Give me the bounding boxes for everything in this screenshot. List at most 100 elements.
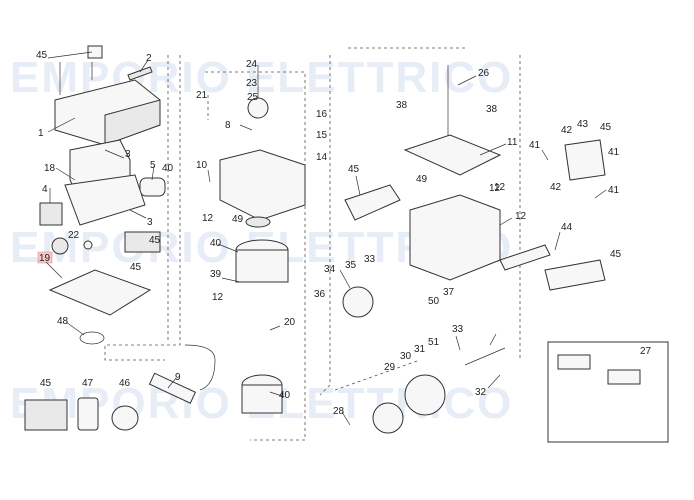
leader [487, 374, 501, 389]
callout-10: 10 [196, 160, 208, 171]
callout-11: 11 [507, 137, 518, 148]
lever-cover-shape [544, 259, 606, 291]
callout-15: 15 [316, 130, 328, 141]
callout-22: 22 [68, 230, 80, 241]
callout-42: 42 [561, 125, 573, 136]
strip [127, 66, 153, 81]
handle-bar [148, 372, 197, 404]
screw-head [87, 45, 103, 59]
assembly-guides [104, 47, 521, 441]
kit-part [607, 369, 641, 385]
callout-9: 9 [175, 372, 181, 383]
callout-8: 8 [225, 120, 231, 131]
terminal-shape [124, 231, 161, 253]
leader [217, 243, 239, 253]
callout-26: 26 [478, 68, 490, 79]
accessory-oil-bottle [77, 397, 99, 431]
part-capacitor [139, 177, 166, 197]
callout-38: 38 [486, 104, 498, 115]
leader [47, 117, 76, 133]
callout-46: 46 [119, 378, 131, 389]
leader [455, 335, 461, 351]
leader [167, 377, 177, 389]
knob [51, 237, 69, 255]
part-shaft [247, 65, 269, 119]
leader [339, 269, 351, 289]
callout-24: 24 [246, 59, 258, 70]
part-fixing-screws [59, 45, 103, 95]
callout-48: 48 [57, 316, 69, 327]
leader [47, 51, 93, 59]
leader [489, 333, 497, 346]
accessory-jar [111, 405, 139, 431]
callout-30: 30 [400, 351, 412, 362]
leader [341, 411, 351, 426]
leader [207, 169, 211, 183]
o-ring-shape [79, 331, 105, 345]
leader [104, 149, 125, 159]
motor-body [235, 249, 289, 283]
part-cover [54, 79, 161, 146]
leader [541, 149, 549, 161]
callout-29: 29 [384, 362, 396, 373]
bearing-shape [245, 216, 271, 228]
callout-31: 31 [414, 344, 426, 355]
callout-23: 23 [246, 78, 258, 89]
cover-side [104, 99, 161, 146]
callout-37: 37 [443, 287, 455, 298]
callout-51: 51 [428, 337, 440, 348]
callout-2: 2 [146, 53, 152, 64]
pulley [247, 97, 269, 119]
housing-shape [219, 149, 306, 221]
leader [45, 261, 63, 279]
base-box-shape [48, 269, 152, 316]
guide-line [104, 55, 181, 361]
leader [65, 321, 85, 336]
callout-44: 44 [561, 222, 573, 233]
leader [269, 325, 281, 331]
gearbox-cover-shape [403, 134, 502, 176]
callout-1: 1 [38, 128, 44, 139]
callout-32: 32 [475, 387, 487, 398]
callout-4: 4 [42, 184, 48, 195]
plate-shape [499, 244, 551, 271]
part-pinion-assembly [372, 347, 506, 434]
rotor-body [241, 384, 283, 414]
callout-41: 41 [608, 147, 620, 158]
callout-12: 12 [494, 182, 506, 193]
part-terminal-block [124, 231, 161, 253]
callout-43: 43 [577, 119, 589, 130]
bracket-shape [344, 184, 401, 221]
bottle-shape [77, 397, 99, 431]
callout-42: 42 [550, 182, 562, 193]
transformer [39, 202, 63, 226]
leader [355, 175, 361, 196]
callout-45: 45 [36, 50, 48, 61]
capacitor-shape [139, 177, 166, 197]
guide-line [319, 55, 331, 396]
leader [55, 167, 76, 181]
part-lever-cover [544, 259, 606, 291]
callout-27: 27 [640, 346, 652, 357]
leader [151, 165, 155, 181]
callout-45: 45 [40, 378, 52, 389]
leader [479, 143, 507, 156]
callout-40: 40 [162, 163, 174, 174]
callout-45: 45 [600, 122, 612, 133]
callout-25: 25 [247, 92, 259, 103]
leader [129, 209, 147, 219]
callout-38: 38 [396, 100, 408, 111]
board-shape [64, 174, 146, 226]
callout-49: 49 [416, 174, 428, 185]
leader-lines [45, 51, 607, 426]
kit-inset-frame [547, 341, 669, 443]
callout-5: 5 [150, 160, 156, 171]
leader [269, 391, 283, 397]
leader [457, 75, 477, 86]
mesh-shape [24, 399, 68, 431]
nut [83, 240, 93, 250]
callout-40: 40 [210, 238, 222, 249]
leader [239, 124, 253, 131]
callout-45: 45 [149, 235, 161, 246]
